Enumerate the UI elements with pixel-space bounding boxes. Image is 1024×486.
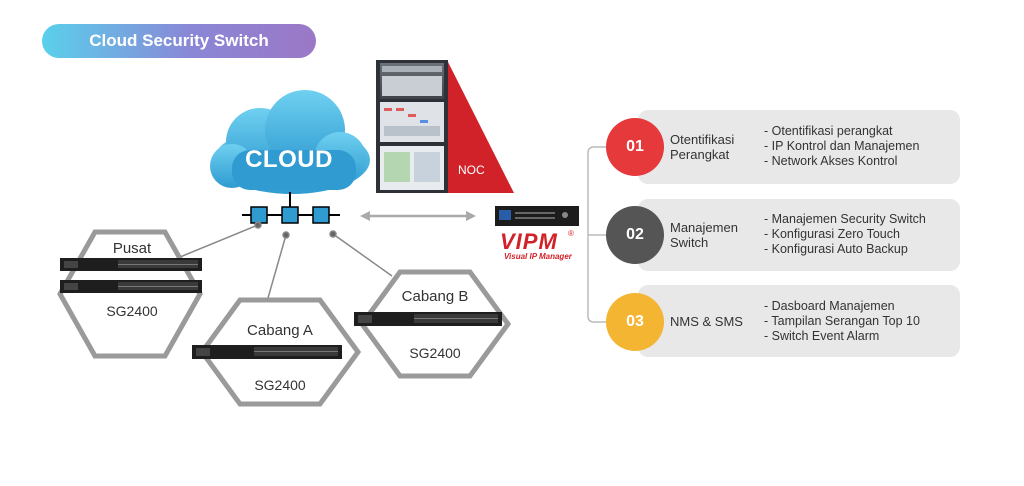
vipm-subtitle: Visual IP Manager	[504, 252, 572, 261]
feature-item: - Konfigurasi Auto Backup	[764, 242, 908, 256]
feature-item: - Switch Event Alarm	[764, 329, 880, 343]
feature-bracket	[587, 146, 608, 323]
cloud-label: CLOUD	[245, 146, 333, 173]
feature-item: - Tampilan Serangan Top 10	[764, 314, 920, 328]
feature-item: - Manajemen Security Switch	[764, 212, 926, 226]
site-name-cabang-a: Cabang A	[247, 322, 313, 339]
feature-number-02: 02	[606, 206, 664, 264]
switch-pusat-2	[60, 280, 202, 293]
vipm-logo: VIPM	[500, 229, 558, 254]
feature-item: - IP Kontrol dan Manajemen	[764, 139, 920, 153]
site-model-pusat: SG2400	[106, 303, 158, 319]
feature-number-03: 03	[606, 293, 664, 351]
double-arrow	[360, 211, 476, 221]
feature-title-01: Otentifikasi Perangkat	[670, 132, 734, 162]
switch-pusat-1	[60, 258, 202, 271]
vipm-device	[495, 206, 579, 226]
site-name-cabang-b: Cabang B	[401, 288, 469, 305]
feature-title-02-line2: Switch	[670, 235, 709, 250]
feature-items-01: - Otentifikasi perangkat - IP Kontrol da…	[764, 124, 919, 169]
site-model-cabang-b: SG2400	[409, 345, 461, 361]
vipm-registered-mark: ®	[568, 229, 574, 238]
feature-items-03: - Dasboard Manajemen - Tampilan Serangan…	[764, 299, 920, 344]
feature-item: - Otentifikasi perangkat	[764, 124, 893, 138]
feature-card-03	[638, 285, 960, 357]
site-name-pusat: Pusat	[112, 240, 152, 257]
feature-title-03: NMS & SMS	[670, 314, 743, 329]
noc-monitors	[376, 60, 448, 193]
feature-number-01: 01	[606, 118, 664, 176]
switch-cabang-a	[192, 345, 342, 359]
feature-item: - Network Akses Kontrol	[764, 154, 898, 168]
feature-title-01-line1: Otentifikasi	[670, 132, 735, 147]
feature-card-01	[638, 110, 960, 184]
switch-cabang-b	[354, 312, 502, 326]
cloud-connector	[242, 192, 340, 224]
site-model-cabang-a: SG2400	[254, 377, 306, 393]
noc-triangle	[448, 62, 514, 193]
noc-label: NOC	[458, 163, 485, 177]
feature-title-02-line1: Manajemen	[670, 220, 738, 235]
feature-card-02	[638, 199, 960, 271]
feature-item: - Konfigurasi Zero Touch	[764, 227, 900, 241]
title-banner: Cloud Security Switch	[42, 24, 316, 58]
feature-title-02: Manajemen Switch	[670, 220, 738, 250]
feature-title-01-line2: Perangkat	[670, 147, 730, 162]
feature-item: - Dasboard Manajemen	[764, 299, 895, 313]
feature-title-03-line1: NMS & SMS	[670, 314, 743, 329]
site-links	[179, 221, 393, 306]
cloud-icon	[210, 90, 370, 194]
feature-items-02: - Manajemen Security Switch - Konfiguras…	[764, 212, 926, 257]
